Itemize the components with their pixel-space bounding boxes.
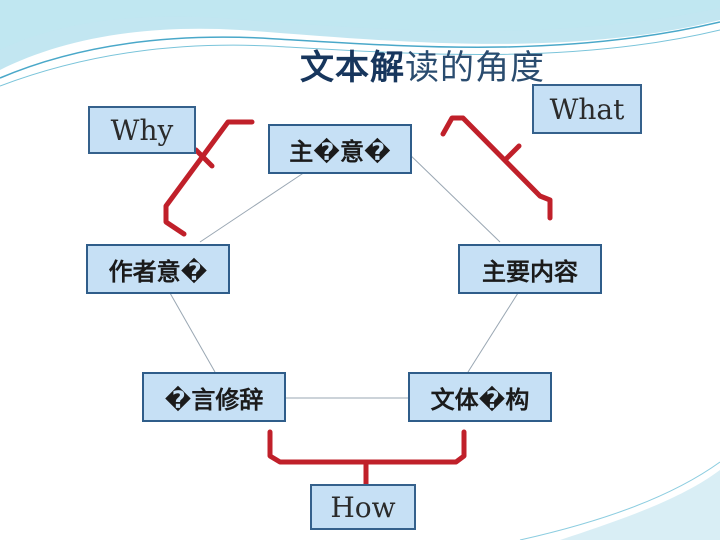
structure-node: 文体�构	[408, 372, 552, 422]
bottom-wave-line	[519, 461, 720, 540]
how-box: How	[310, 484, 416, 530]
connector-theme-author	[199, 171, 306, 243]
connector-content-structure	[467, 292, 519, 373]
connector-theme-content	[404, 149, 501, 243]
title-part-1: 文本解	[300, 48, 405, 88]
author-intent-node: 作者意�	[86, 244, 230, 294]
bottom-wave	[560, 470, 720, 540]
top-wave-line	[0, 21, 720, 79]
why-box: Why	[88, 106, 196, 154]
top-wave-line-2	[0, 29, 720, 87]
main-content-node: 主要内容	[458, 244, 602, 294]
title-part-2: 读的角度	[405, 48, 545, 88]
top-wave-light	[0, 0, 720, 50]
rhetoric-node: �言修辞	[142, 372, 286, 422]
why-bracket-stem	[193, 147, 215, 169]
page-title: 文本解读的角度	[300, 40, 620, 89]
theme-node: 主�意�	[268, 124, 412, 174]
how-bracket	[267, 429, 467, 465]
why-bracket	[163, 119, 255, 237]
what-bracket	[440, 115, 553, 221]
connector-author-rhetoric	[169, 292, 216, 373]
what-bracket-stem	[502, 143, 522, 163]
what-box: What	[532, 84, 642, 134]
